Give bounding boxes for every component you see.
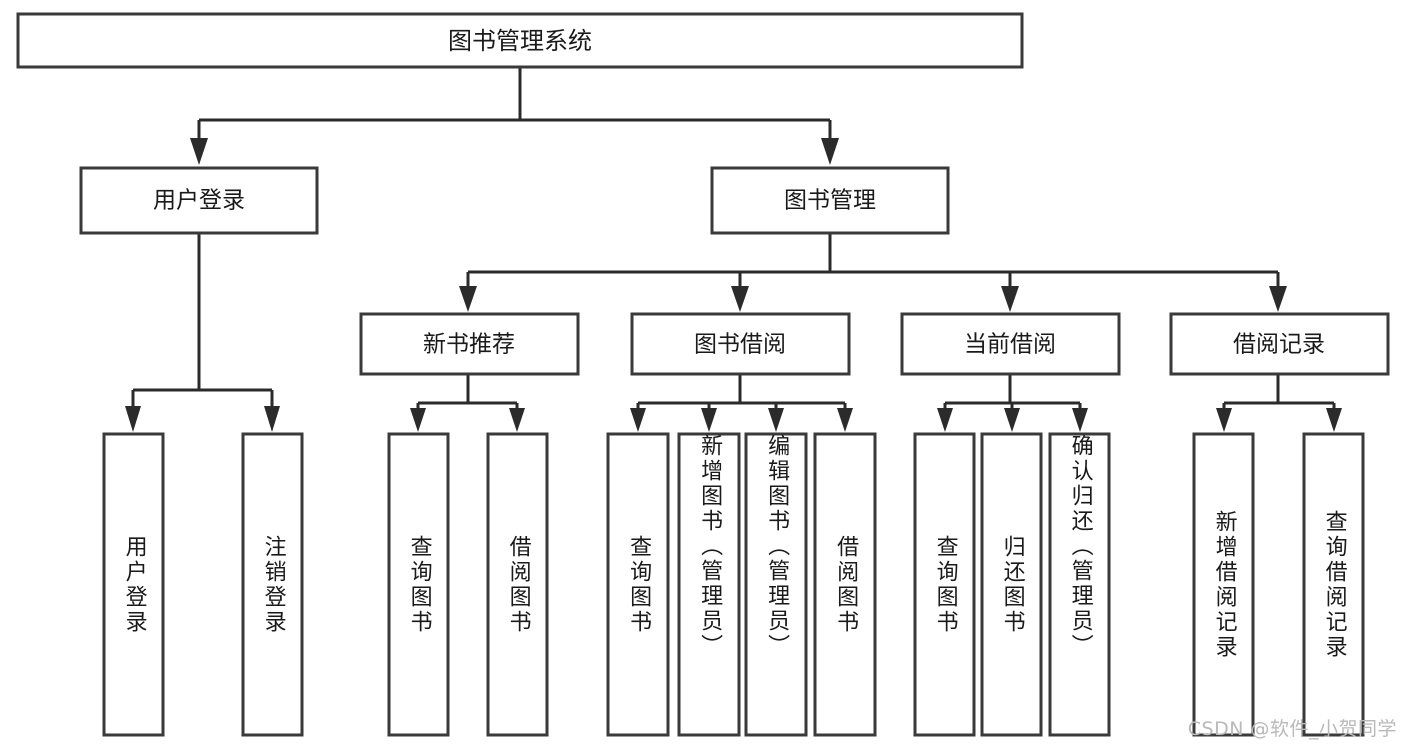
node-root-box[interactable] bbox=[16, 12, 1024, 69]
arrow-head-current-borrow bbox=[1001, 286, 1019, 312]
node-book-borrow-box[interactable] bbox=[630, 312, 851, 376]
arrow-head-leaf-query-record bbox=[1326, 408, 1342, 432]
arrow-head-leaf-borrow-book bbox=[837, 408, 853, 432]
node-borrow-record[interactable]: 借阅记录 bbox=[1169, 312, 1390, 376]
arrow-head-user-login bbox=[190, 138, 208, 165]
arrow-head-leaf-edit-book bbox=[768, 408, 784, 432]
node-book-borrow[interactable]: 图书借阅 bbox=[630, 312, 851, 376]
arrow-head-new-book-rec bbox=[459, 286, 477, 312]
arrow-head-leaf-user-logout bbox=[264, 406, 280, 432]
node-current-borrow-label: 当前借阅 bbox=[964, 332, 1056, 358]
node-book-manage-box[interactable] bbox=[710, 166, 950, 235]
node-new-book-rec-label: 新书推荐 bbox=[423, 332, 515, 358]
leaf-box-user-login[interactable] bbox=[102, 432, 165, 737]
connector-group-new-book-rec bbox=[410, 374, 525, 432]
arrow-head-leaf-return-book bbox=[1004, 408, 1020, 432]
arrow-head-leaf-query-book-current bbox=[937, 408, 953, 432]
connector-group-user-login bbox=[125, 233, 280, 432]
leaf-box-borrow-book-rec[interactable] bbox=[486, 432, 549, 737]
leaf-box-add-book[interactable] bbox=[677, 432, 741, 737]
connector-group-borrow-record bbox=[1216, 374, 1342, 432]
arrow-head-book-borrow bbox=[731, 286, 749, 312]
leaf-box-query-book-rec[interactable] bbox=[387, 432, 450, 737]
leaf-box-query-record[interactable] bbox=[1302, 432, 1365, 737]
node-book-manage-label: 图书管理 bbox=[784, 188, 876, 214]
arrow-head-leaf-user-login bbox=[125, 406, 141, 432]
arrow-head-borrow-record bbox=[1269, 286, 1287, 312]
node-current-borrow[interactable]: 当前借阅 bbox=[900, 312, 1121, 376]
watermark-text: CSDN @软件_小贺同学 bbox=[1187, 718, 1397, 740]
arrow-head-book-manage bbox=[821, 138, 839, 165]
arrow-head-leaf-add-record bbox=[1216, 408, 1232, 432]
arrow-head-leaf-borrow-book-rec bbox=[509, 408, 525, 432]
node-book-manage[interactable]: 图书管理 bbox=[710, 166, 950, 235]
node-user-login-box[interactable] bbox=[79, 166, 319, 235]
node-user-login[interactable]: 用户登录 bbox=[79, 166, 319, 235]
node-current-borrow-box[interactable] bbox=[900, 312, 1121, 376]
node-root-label: 图书管理系统 bbox=[448, 27, 592, 55]
arrow-head-leaf-add-book bbox=[701, 408, 717, 432]
leaf-box-add-record[interactable] bbox=[1192, 432, 1255, 737]
arrow-head-leaf-query-book-borrow bbox=[630, 408, 646, 432]
arrow-head-leaf-confirm-return bbox=[1072, 408, 1088, 432]
leaf-box-edit-book[interactable] bbox=[744, 432, 808, 737]
node-new-book-rec-box[interactable] bbox=[359, 312, 580, 376]
connector-group-book-borrow bbox=[630, 374, 853, 432]
node-borrow-record-box[interactable] bbox=[1169, 312, 1390, 376]
node-book-borrow-label: 图书借阅 bbox=[694, 332, 786, 358]
leaf-box-query-book-borrow[interactable] bbox=[606, 432, 670, 737]
node-new-book-rec[interactable]: 新书推荐 bbox=[359, 312, 580, 376]
node-user-login-label: 用户登录 bbox=[153, 188, 245, 214]
connector-group-root bbox=[190, 67, 839, 165]
leaf-boxes bbox=[102, 432, 1365, 737]
node-root[interactable]: 图书管理系统 bbox=[16, 12, 1024, 69]
arrow-head-leaf-query-book-rec bbox=[410, 408, 426, 432]
node-borrow-record-label: 借阅记录 bbox=[1233, 332, 1325, 358]
leaf-box-query-book-current[interactable] bbox=[913, 432, 976, 737]
connector-group-current-borrow bbox=[937, 374, 1088, 432]
leaf-box-return-book[interactable] bbox=[980, 432, 1043, 737]
leaf-box-user-logout[interactable] bbox=[241, 432, 304, 737]
connector-group-book-manage bbox=[459, 233, 1287, 312]
leaf-box-borrow-book[interactable] bbox=[813, 432, 877, 737]
leaf-box-confirm-return[interactable] bbox=[1048, 432, 1111, 737]
